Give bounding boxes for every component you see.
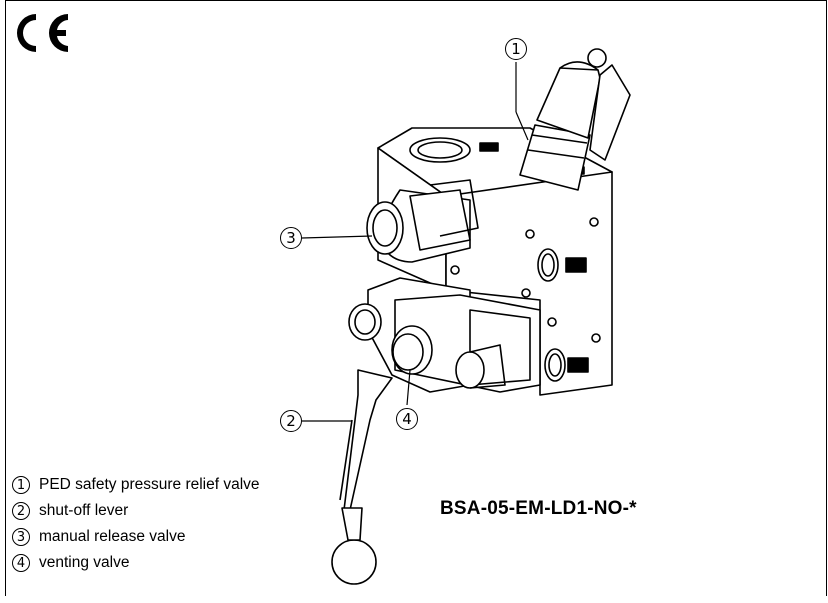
product-code: BSA-05-EM-LD1-NO-* <box>440 498 637 519</box>
legend-number: 2 <box>12 502 30 520</box>
callout-1: 1 <box>505 38 527 60</box>
legend-text: PED safety pressure relief valve <box>39 476 260 493</box>
legend-item-shutoff-lever: 2 shut-off lever <box>12 498 260 524</box>
ce-mark-logo <box>16 13 68 52</box>
legend-number: 3 <box>12 528 30 546</box>
callout-4: 4 <box>396 408 418 430</box>
legend-item-venting-valve: 4 venting valve <box>12 550 260 576</box>
legend: 1 PED safety pressure relief valve 2 shu… <box>12 472 260 576</box>
legend-number: 1 <box>12 476 30 494</box>
callout-2: 2 <box>280 410 302 432</box>
drawing-frame <box>5 0 827 596</box>
legend-item-relief-valve: 1 PED safety pressure relief valve <box>12 472 260 498</box>
legend-text: venting valve <box>39 554 130 571</box>
legend-text: manual release valve <box>39 528 186 545</box>
legend-item-manual-release: 3 manual release valve <box>12 524 260 550</box>
callout-3: 3 <box>280 227 302 249</box>
legend-number: 4 <box>12 554 30 572</box>
legend-text: shut-off lever <box>39 502 129 519</box>
